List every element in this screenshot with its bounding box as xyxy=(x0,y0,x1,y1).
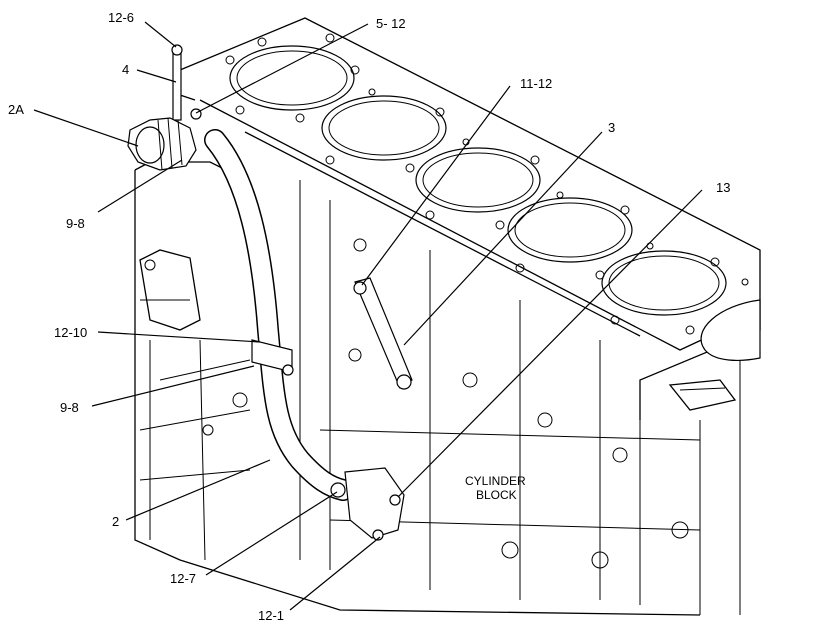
callout-4: 4 xyxy=(122,62,129,77)
cylinder-block xyxy=(134,17,761,616)
callout-9-8-top: 9-8 xyxy=(66,216,85,231)
callout-5-12: 5- 12 xyxy=(376,16,406,31)
leader-lines xyxy=(33,21,703,611)
callout-12-10: 12-10 xyxy=(54,325,87,340)
breather-assembly xyxy=(127,44,202,171)
callout-13: 13 xyxy=(716,180,730,195)
callout-3: 3 xyxy=(608,120,615,135)
callout-12-1: 12-1 xyxy=(258,608,284,623)
block-label-line2: BLOCK xyxy=(476,488,517,502)
callout-9-8-mid: 9-8 xyxy=(60,400,79,415)
callout-2: 2 xyxy=(112,514,119,529)
oil-tube xyxy=(204,129,405,541)
callout-labels: 12-6 4 5- 12 2A 11-12 3 13 9-8 12-10 9-8… xyxy=(8,10,730,623)
callout-12-6: 12-6 xyxy=(108,10,134,25)
callout-11-12: 11-12 xyxy=(520,76,552,91)
callout-12-7: 12-7 xyxy=(170,571,196,586)
block-label-line1: CYLINDER xyxy=(465,474,526,488)
callout-2a: 2A xyxy=(8,102,24,117)
support-bracket xyxy=(353,277,413,390)
